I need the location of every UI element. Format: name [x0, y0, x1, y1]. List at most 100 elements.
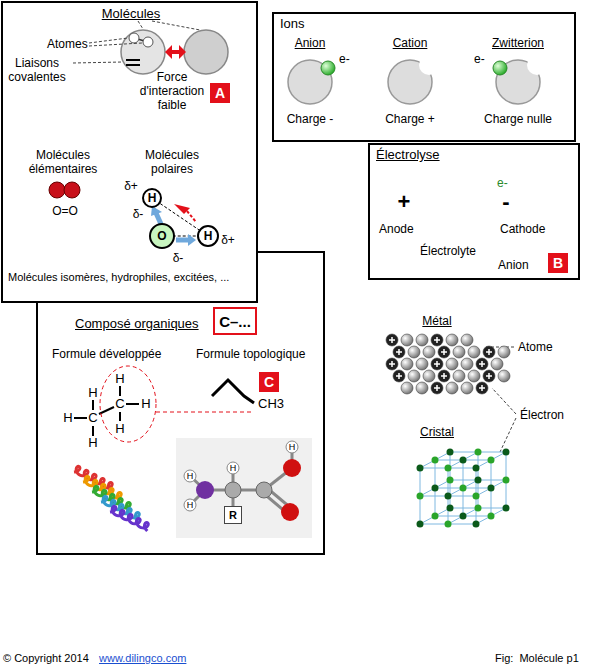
molecule-sketch: [126, 64, 140, 66]
crystal-lattice: [445, 465, 452, 472]
metal-atoms: [468, 370, 480, 382]
atom-circle: H: [142, 188, 162, 208]
metal-atoms: [386, 358, 398, 370]
text-label: H: [141, 397, 150, 411]
text-label: e-: [339, 52, 350, 66]
node-label: B: [553, 256, 563, 271]
text-label: Charge +: [385, 112, 435, 126]
molecule-sketch: [73, 62, 123, 63]
metal-atoms: [461, 334, 473, 346]
structural-formula: [119, 386, 121, 396]
text-label: -: [502, 191, 509, 213]
molecule-sketch: [143, 37, 153, 47]
metal-atoms: [431, 334, 443, 346]
node-label: R: [229, 508, 237, 523]
crystal-lattice: [448, 496, 476, 497]
metal-atoms: [401, 334, 413, 346]
metal-atoms: [386, 334, 398, 346]
panel-heading: Électrolyse: [376, 147, 440, 162]
text-label: H: [63, 411, 72, 425]
crystal-lattice: [435, 460, 436, 488]
panel-heading: Composé organiques: [75, 316, 199, 331]
metal-atoms: [401, 358, 413, 370]
text-label: Atome: [518, 340, 553, 354]
metal-atoms: [408, 370, 420, 382]
text-label: Électron: [520, 408, 564, 422]
amino-acid: [184, 499, 196, 511]
node-label: O: [157, 229, 166, 244]
molecule-sketch: [129, 33, 139, 43]
metal-atoms: [461, 358, 473, 370]
structural-formula: [212, 380, 254, 403]
text-label: Cathode: [500, 222, 545, 236]
crystal-lattice: [420, 496, 421, 524]
metal-atoms: [431, 382, 443, 394]
crystal-lattice: [488, 513, 495, 520]
crystal-lattice: [503, 505, 510, 512]
text-label: Charge -: [287, 112, 334, 126]
molecule-sketch: [138, 21, 143, 29]
text-label: H: [115, 422, 124, 436]
text-label: H: [187, 471, 194, 481]
amino-acid: [286, 441, 298, 453]
text-label: O=O: [52, 204, 78, 218]
text-label: Électrolyte: [420, 244, 476, 258]
text-label: H: [88, 436, 97, 450]
node-label: C: [264, 375, 274, 390]
text-label: C: [115, 397, 124, 411]
metal-atoms: [401, 382, 413, 394]
text-label: H: [187, 500, 194, 510]
text-label: Force d'interaction faible: [130, 70, 214, 112]
text-label: δ+: [221, 233, 235, 247]
protein-ribbon: [74, 466, 148, 531]
amino-acid: [176, 438, 312, 538]
metal-atoms: [436, 337, 438, 343]
text-label: H: [230, 463, 237, 473]
crystal-lattice: [478, 452, 506, 453]
metal-atoms: [476, 382, 488, 394]
text-label: H: [115, 372, 124, 386]
metal-atoms: [436, 385, 438, 391]
crystal-lattice: [450, 452, 478, 453]
crystal-lattice: [463, 516, 491, 517]
text-label: Anion: [295, 36, 326, 50]
metal-atoms: [446, 334, 458, 346]
metal-atoms: [446, 358, 458, 370]
metal-atoms: [491, 358, 503, 370]
metal-atoms: [453, 370, 465, 382]
metal-atoms: [443, 373, 445, 379]
amino-acid: [227, 462, 239, 474]
molecule-sketch: [89, 38, 128, 43]
text-label: Atomes: [47, 37, 88, 51]
metal-atoms: [443, 349, 445, 355]
metal-atoms: [436, 361, 438, 367]
crystal-lattice: [473, 465, 480, 472]
text-label: +: [398, 191, 411, 213]
amino-acid: [281, 503, 299, 521]
text-label: δ-: [133, 207, 144, 221]
crystal-lattice: [417, 493, 424, 500]
molecule-sketch: [165, 45, 172, 59]
crystal-lattice: [435, 516, 463, 517]
crystal-lattice: [417, 521, 424, 528]
crystal-lattice: [473, 521, 480, 528]
atom-circle: H: [197, 225, 219, 247]
molecule-sketch: [121, 30, 165, 74]
amino-acid: [196, 481, 214, 499]
crystal-lattice: [420, 524, 448, 525]
metal-atoms: [446, 382, 458, 394]
metal-atoms: [416, 382, 428, 394]
ion-drawings: [388, 60, 432, 104]
crystal-lattice: [475, 505, 482, 512]
metal-atoms: [408, 346, 420, 358]
crystal-lattice: [506, 452, 507, 480]
crystal-lattice: [447, 505, 454, 512]
panel-heading: Molécules: [102, 6, 161, 21]
metal-atoms: [393, 370, 405, 382]
amino-acid: [283, 459, 301, 477]
metal-atoms: [391, 337, 393, 343]
water-molecule: [188, 234, 196, 246]
text-label: Charge nulle: [484, 112, 552, 126]
ion-drawings: [321, 61, 335, 75]
